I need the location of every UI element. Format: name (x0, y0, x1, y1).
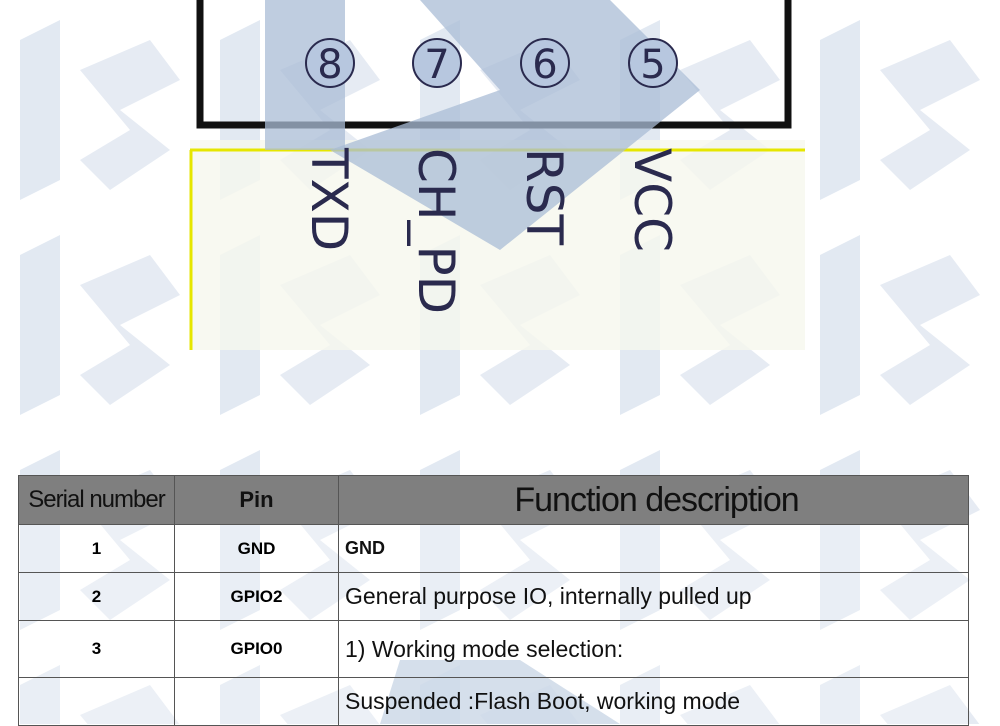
pin-circle (628, 38, 678, 88)
pin-diagram: 8 TXD 7 CH_PD 6 RST 5 VCC (189, 0, 805, 350)
cell-pin (174, 677, 339, 726)
pin-label: CH_PD (407, 148, 465, 314)
pin-function-table: Serial number Pin Function description 1… (18, 475, 969, 726)
cell-pin: GND (174, 524, 339, 573)
table-row: 3 GPIO0 1) Working mode selection: (18, 620, 969, 678)
cell-pin: GPIO2 (174, 572, 339, 621)
table-header-row: Serial number Pin Function description (18, 475, 969, 525)
pin-6: 6 RST (515, 38, 573, 245)
pin-label: TXD (300, 147, 358, 251)
pin-number: 7 (424, 42, 449, 88)
cell-serial: 3 (18, 620, 175, 678)
pin-7: 7 CH_PD (407, 38, 465, 314)
cell-pin: GPIO0 (174, 620, 339, 678)
pin-number: 6 (532, 42, 557, 88)
table-row: 2 GPIO2 General purpose IO, internally p… (18, 572, 969, 621)
pin-label: RST (515, 148, 573, 245)
cell-serial: 2 (18, 572, 175, 621)
pin-number: 5 (640, 42, 665, 88)
cell-function: 1) Working mode selection: (338, 620, 969, 678)
header-serial-number: Serial number (18, 475, 175, 525)
table-row: 1 GND GND (18, 524, 969, 573)
pin-circle (305, 38, 355, 88)
header-pin: Pin (174, 475, 339, 525)
cell-serial: 1 (18, 524, 175, 573)
pin-5: 5 VCC (623, 38, 681, 252)
pin-circle (412, 38, 462, 88)
header-function-description: Function description (338, 475, 969, 525)
cell-function: General purpose IO, internally pulled up (338, 572, 969, 621)
pin-number: 8 (317, 42, 342, 88)
cell-function: Suspended :Flash Boot, working mode (338, 677, 969, 726)
table-row: Suspended :Flash Boot, working mode (18, 677, 969, 726)
pin-label: VCC (623, 148, 681, 252)
pin-circle (520, 38, 570, 88)
pin-8: 8 TXD (300, 38, 358, 251)
cell-function: GND (338, 524, 969, 573)
cell-serial (18, 677, 175, 726)
